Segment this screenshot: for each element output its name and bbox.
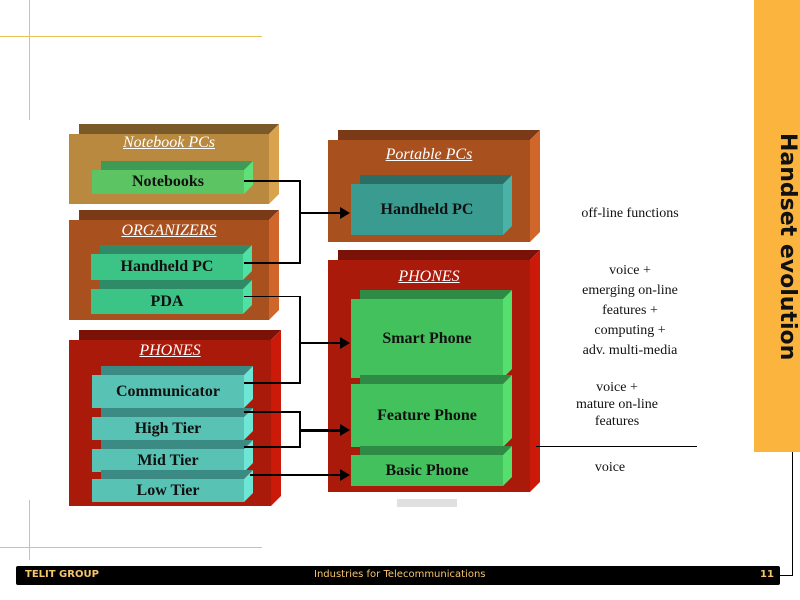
arrow-head-icon xyxy=(340,469,350,481)
footer-tagline: Industries for Telecommunications xyxy=(314,569,486,580)
desc-offline-functions: off-line functions xyxy=(581,206,679,221)
block-notebooks: Notebooks xyxy=(92,161,253,194)
arrow-head-icon xyxy=(340,424,350,436)
desc-feature-phone-features: voice + mature on-line features xyxy=(575,380,659,429)
block-low-tier: Low Tier xyxy=(92,470,253,502)
sidebar-connector-hook xyxy=(778,575,793,576)
connector-line xyxy=(244,446,300,448)
block-communicator: Communicator xyxy=(92,366,253,408)
footer-company: TELIT GROUP xyxy=(25,569,99,580)
guide-line-horizontal-top xyxy=(0,36,262,37)
connector-line xyxy=(244,180,300,182)
guide-line-vertical-top xyxy=(29,0,30,120)
connector-line xyxy=(244,411,300,413)
block-high-tier: High Tier xyxy=(92,408,253,440)
block-basic-phone: Basic Phone xyxy=(351,446,512,486)
group-title: PHONES xyxy=(398,268,460,285)
title-sidebar xyxy=(754,0,800,452)
guide-line-vertical-bottom xyxy=(29,500,30,560)
group-title: ORGANIZERS xyxy=(121,222,217,239)
sidebar-connector-line xyxy=(792,452,793,576)
group-title: Notebook PCs xyxy=(123,134,215,151)
block-smart-phone: Smart Phone xyxy=(351,290,512,378)
block-pda: PDA xyxy=(91,280,252,314)
guide-line-horizontal-bottom xyxy=(0,547,262,548)
connector-line xyxy=(299,180,301,264)
page-number: 11 xyxy=(760,569,774,580)
group-title: Portable PCs xyxy=(385,146,473,163)
arrow-head-icon xyxy=(340,337,350,349)
group-title: PHONES xyxy=(139,342,201,359)
connector-line xyxy=(299,296,301,384)
connector-line xyxy=(250,474,342,476)
connector-line xyxy=(244,296,300,297)
arrow-head-icon xyxy=(340,207,350,219)
connector-line xyxy=(244,382,300,384)
connector-line xyxy=(300,212,342,214)
divider-line xyxy=(536,446,697,447)
gray-bar xyxy=(397,499,457,507)
connector-line xyxy=(244,262,300,264)
block-feature-phone: Feature Phone xyxy=(351,375,512,447)
slide-title: Handset evolution xyxy=(775,133,800,361)
footer-bar: TELIT GROUP Industries for Telecommunica… xyxy=(16,566,780,585)
connector-line xyxy=(300,429,342,432)
block-handheld-pc-portable: Handheld PC xyxy=(351,175,512,235)
desc-smart-phone-features: voice + emerging on-line features + comp… xyxy=(582,263,678,358)
block-mid-tier: Mid Tier xyxy=(92,440,253,472)
block-handheld-pc-organizer: Handheld PC xyxy=(91,245,252,280)
connector-line xyxy=(300,342,342,344)
desc-basic-phone-features: voice xyxy=(594,460,626,475)
